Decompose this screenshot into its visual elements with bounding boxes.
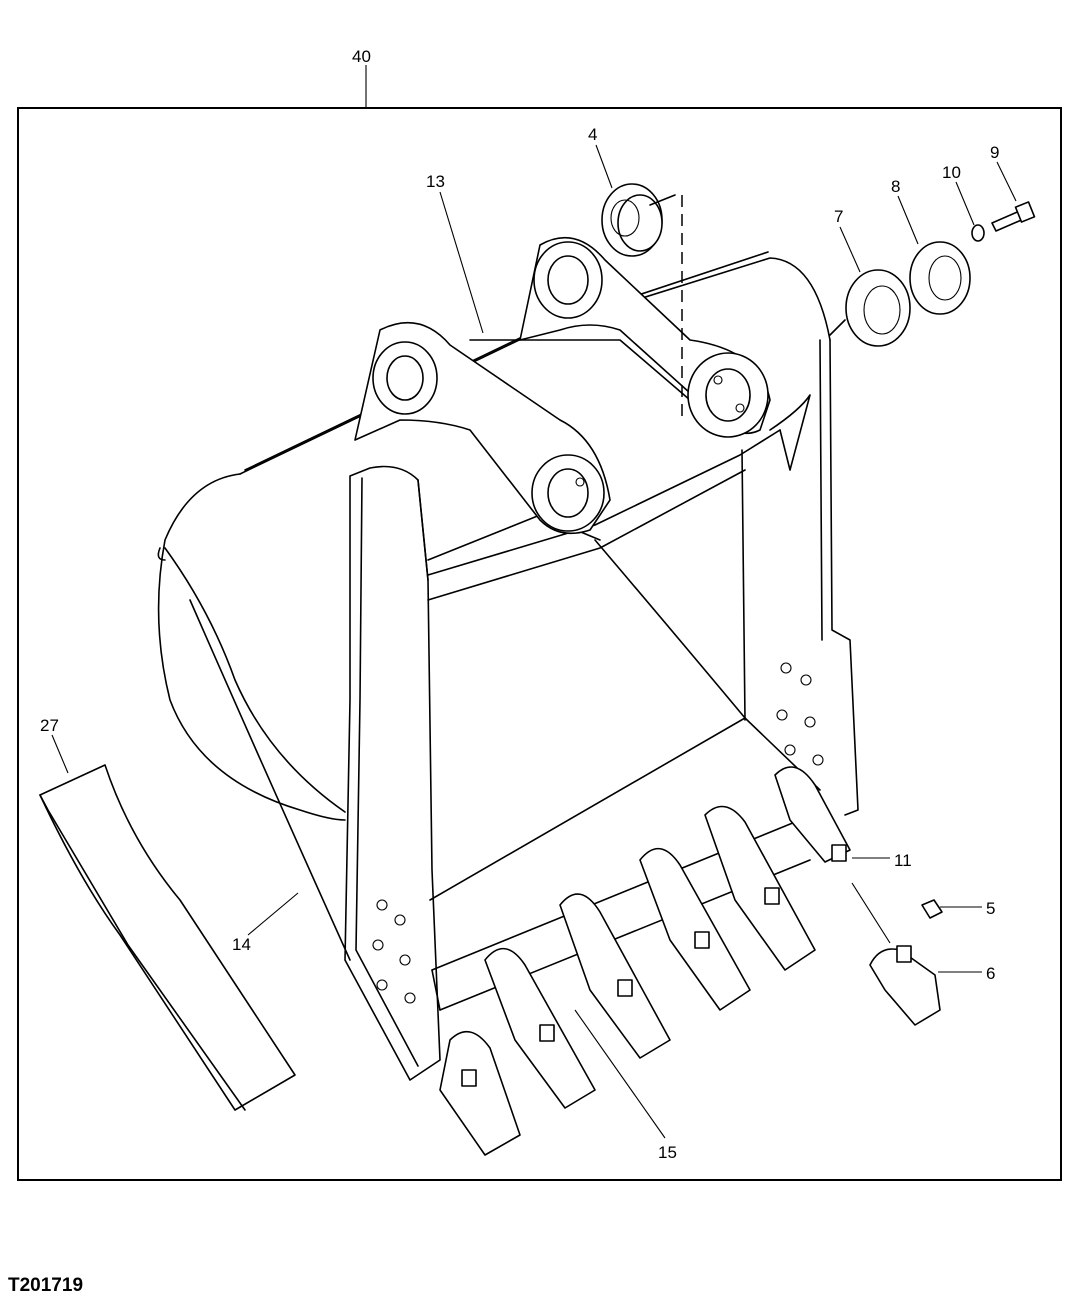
washer-plate-part	[909, 241, 971, 315]
callout-7: 7	[834, 207, 843, 226]
figure-id: T201719	[8, 1275, 84, 1296]
bucket-teeth	[439, 766, 851, 1156]
callout-8: 8	[891, 177, 900, 196]
diagram-frame	[17, 107, 1062, 1181]
tooth-part	[869, 899, 943, 1026]
callout-9: 9	[990, 143, 999, 162]
leader-lines	[51, 65, 1017, 1139]
callout-14: 14	[232, 935, 251, 954]
callout-13: 13	[426, 172, 445, 191]
flange-part	[829, 269, 911, 347]
fastener-parts	[971, 201, 1036, 242]
callout-40: 40	[352, 47, 371, 66]
callout-10: 10	[942, 163, 961, 182]
wear-strip-part	[39, 764, 296, 1111]
bucket-body	[157, 236, 859, 1081]
callout-6: 6	[986, 964, 995, 983]
callout-5: 5	[986, 899, 995, 918]
callout-11: 11	[894, 851, 912, 870]
bushing-part	[601, 183, 683, 420]
callout-4: 4	[588, 125, 597, 144]
callout-27: 27	[40, 716, 59, 735]
callout-15: 15	[658, 1143, 677, 1162]
